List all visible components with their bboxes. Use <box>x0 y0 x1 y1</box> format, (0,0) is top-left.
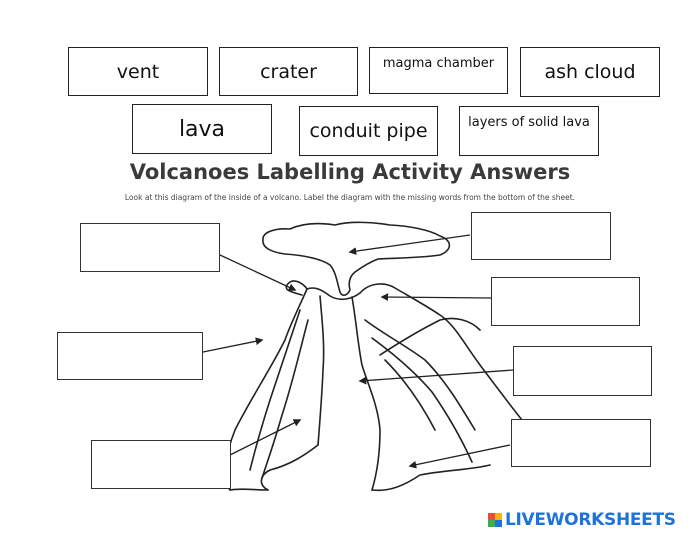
leader-line <box>348 234 471 255</box>
lava-layer <box>384 359 436 431</box>
leader-line <box>358 369 514 385</box>
answer-box-crater[interactable] <box>491 277 640 326</box>
magma-chamber-shape <box>260 444 491 492</box>
ash-cloud-shape <box>262 221 451 296</box>
leader-line <box>380 293 492 301</box>
word-tile-lava[interactable]: lava <box>132 104 272 154</box>
worksheet-title: Volcanoes Labelling Activity Answers <box>129 160 571 184</box>
answer-box-ash-cloud[interactable] <box>471 212 611 260</box>
volcano-left-flank <box>224 280 308 491</box>
leader-line <box>408 444 511 469</box>
word-tile-layers-of-solid-lava[interactable]: layers of solid lava <box>459 106 599 156</box>
answer-box-conduit-pipe[interactable] <box>513 346 652 396</box>
side-vent <box>379 317 481 356</box>
ground-line <box>229 488 269 491</box>
lava-layer <box>249 309 301 471</box>
word-tile-crater[interactable]: crater <box>219 47 358 96</box>
worksheet-instructions: Look at this diagram of the inside of a … <box>124 193 576 202</box>
word-tile-vent[interactable]: vent <box>68 47 208 96</box>
lava-layer <box>371 337 473 463</box>
answer-box-layers-of-solid-lava[interactable] <box>91 440 231 489</box>
conduit-left-wall <box>317 295 325 446</box>
answer-box-magma-chamber[interactable] <box>511 419 651 467</box>
lava-layer <box>261 319 309 479</box>
answer-box-lava[interactable] <box>57 332 203 380</box>
leader-line <box>202 337 264 353</box>
leader-line <box>229 419 302 456</box>
lava-layer <box>364 319 476 431</box>
liveworksheets-logo-icon <box>488 513 502 527</box>
conduit-right-wall <box>351 296 381 491</box>
liveworksheets-logo-text: LIVEWORKSHEETS <box>505 510 676 530</box>
answer-box-vent[interactable] <box>80 223 220 272</box>
liveworksheets-logo: LIVEWORKSHEETS <box>488 510 676 530</box>
word-tile-conduit-pipe[interactable]: conduit pipe <box>299 106 438 156</box>
word-tile-magma-chamber[interactable]: magma chamber <box>369 47 508 94</box>
word-tile-ash-cloud[interactable]: ash cloud <box>520 47 660 97</box>
leader-line <box>219 254 297 291</box>
